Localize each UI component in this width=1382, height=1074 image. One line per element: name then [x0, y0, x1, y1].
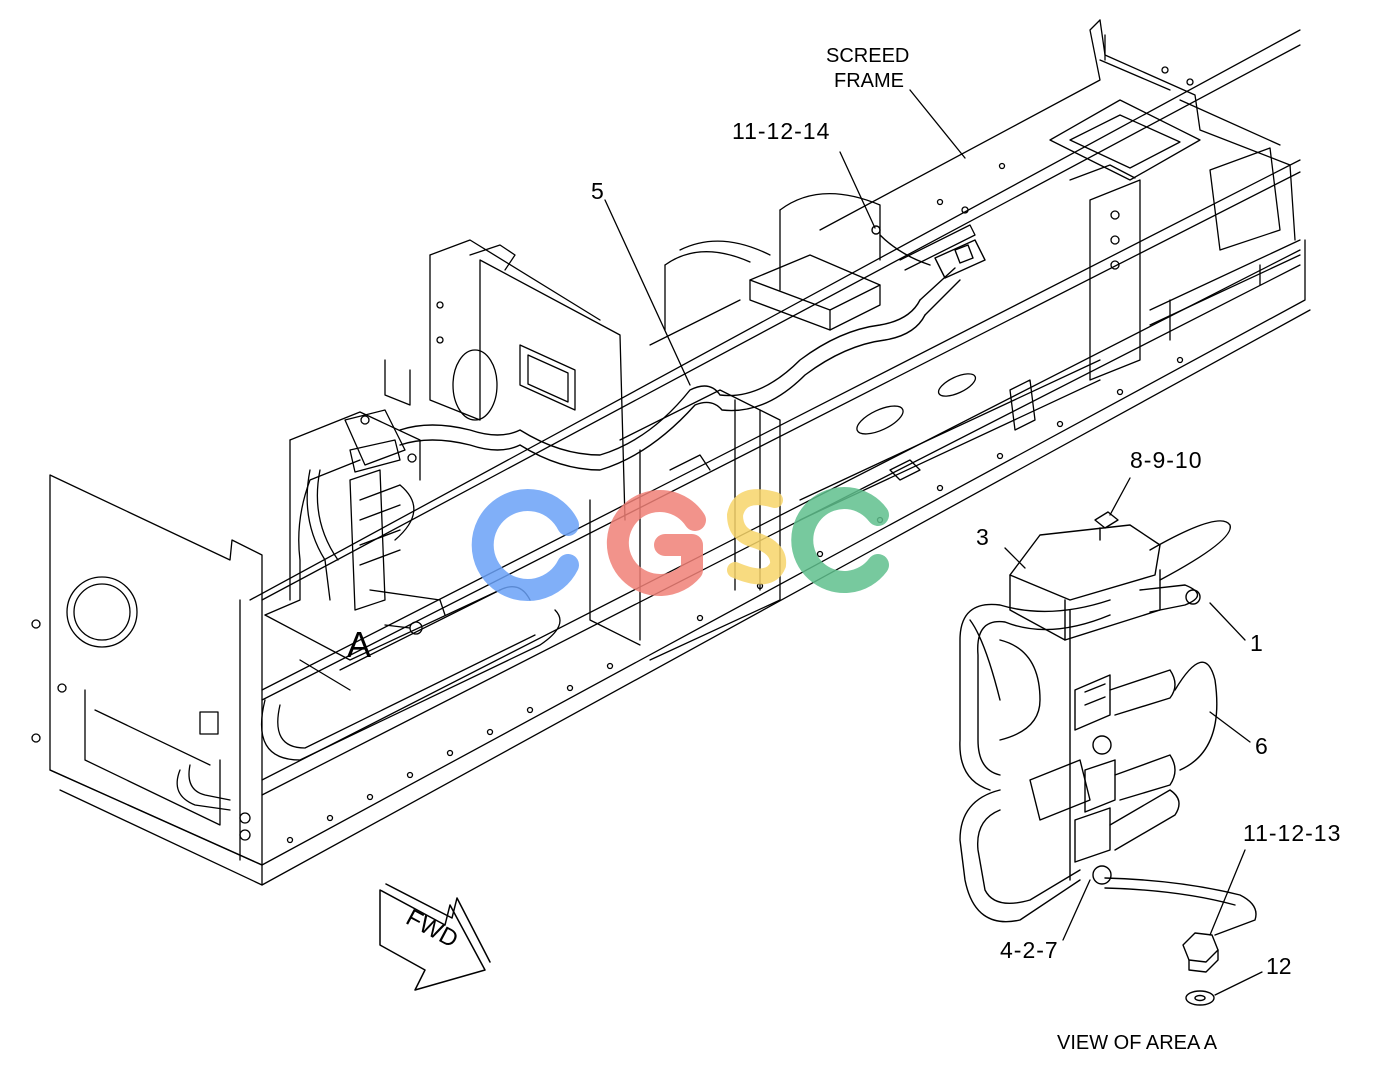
watermark-c2	[791, 487, 889, 593]
callout-8-9-10: 8-9-10	[1130, 447, 1203, 473]
area-a-relay-box	[264, 409, 501, 691]
screed-frame-rear	[819, 19, 1301, 381]
middle-bulkhead	[289, 239, 626, 601]
cgsc-watermark	[471, 487, 889, 601]
lower-channel	[260, 586, 561, 761]
frame-main-rail	[49, 29, 1311, 886]
callout-4-2-7: 4-2-7	[1000, 937, 1059, 963]
callout-11-12-14: 11-12-14	[732, 118, 831, 144]
screed-frame-label-line2: FRAME	[834, 70, 904, 92]
callout-11-12-13: 11-12-13	[1243, 820, 1342, 846]
callout-12: 12	[1266, 953, 1292, 979]
drum-rollers	[649, 162, 1006, 346]
callout-6: 6	[1255, 733, 1268, 759]
watermark-s	[726, 489, 787, 585]
callout-1: 1	[1250, 630, 1263, 656]
area-a-marker: A	[347, 624, 372, 665]
watermark-g	[606, 490, 706, 596]
callout-5: 5	[591, 178, 604, 204]
harness-hose	[399, 225, 986, 471]
callout-3: 3	[976, 524, 989, 550]
left-end-plate	[31, 576, 251, 841]
watermark-c1	[471, 489, 579, 601]
detail-view	[959, 511, 1257, 1006]
view-of-area-a-caption: VIEW OF AREA A	[1057, 1032, 1218, 1054]
screed-frame-label-line1: SCREED	[826, 45, 910, 67]
fwd-arrow[interactable]	[379, 883, 491, 991]
leader-lines	[384, 89, 1263, 996]
